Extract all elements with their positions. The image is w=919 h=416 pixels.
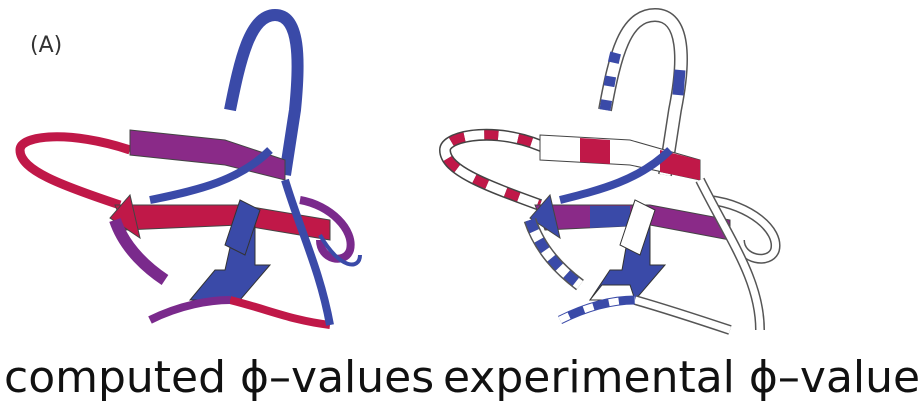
computed-phi-structure [0, 0, 430, 350]
computed-caption: computed ϕ–values [4, 352, 434, 404]
experimental-caption: experimental ϕ–values [443, 352, 919, 404]
left-loop-red [20, 137, 130, 205]
bottom-tail-left [560, 300, 635, 320]
experimental-phi-structure [430, 0, 860, 350]
bottom-tail-blue [150, 300, 230, 320]
bottom-tail-red [230, 300, 330, 325]
